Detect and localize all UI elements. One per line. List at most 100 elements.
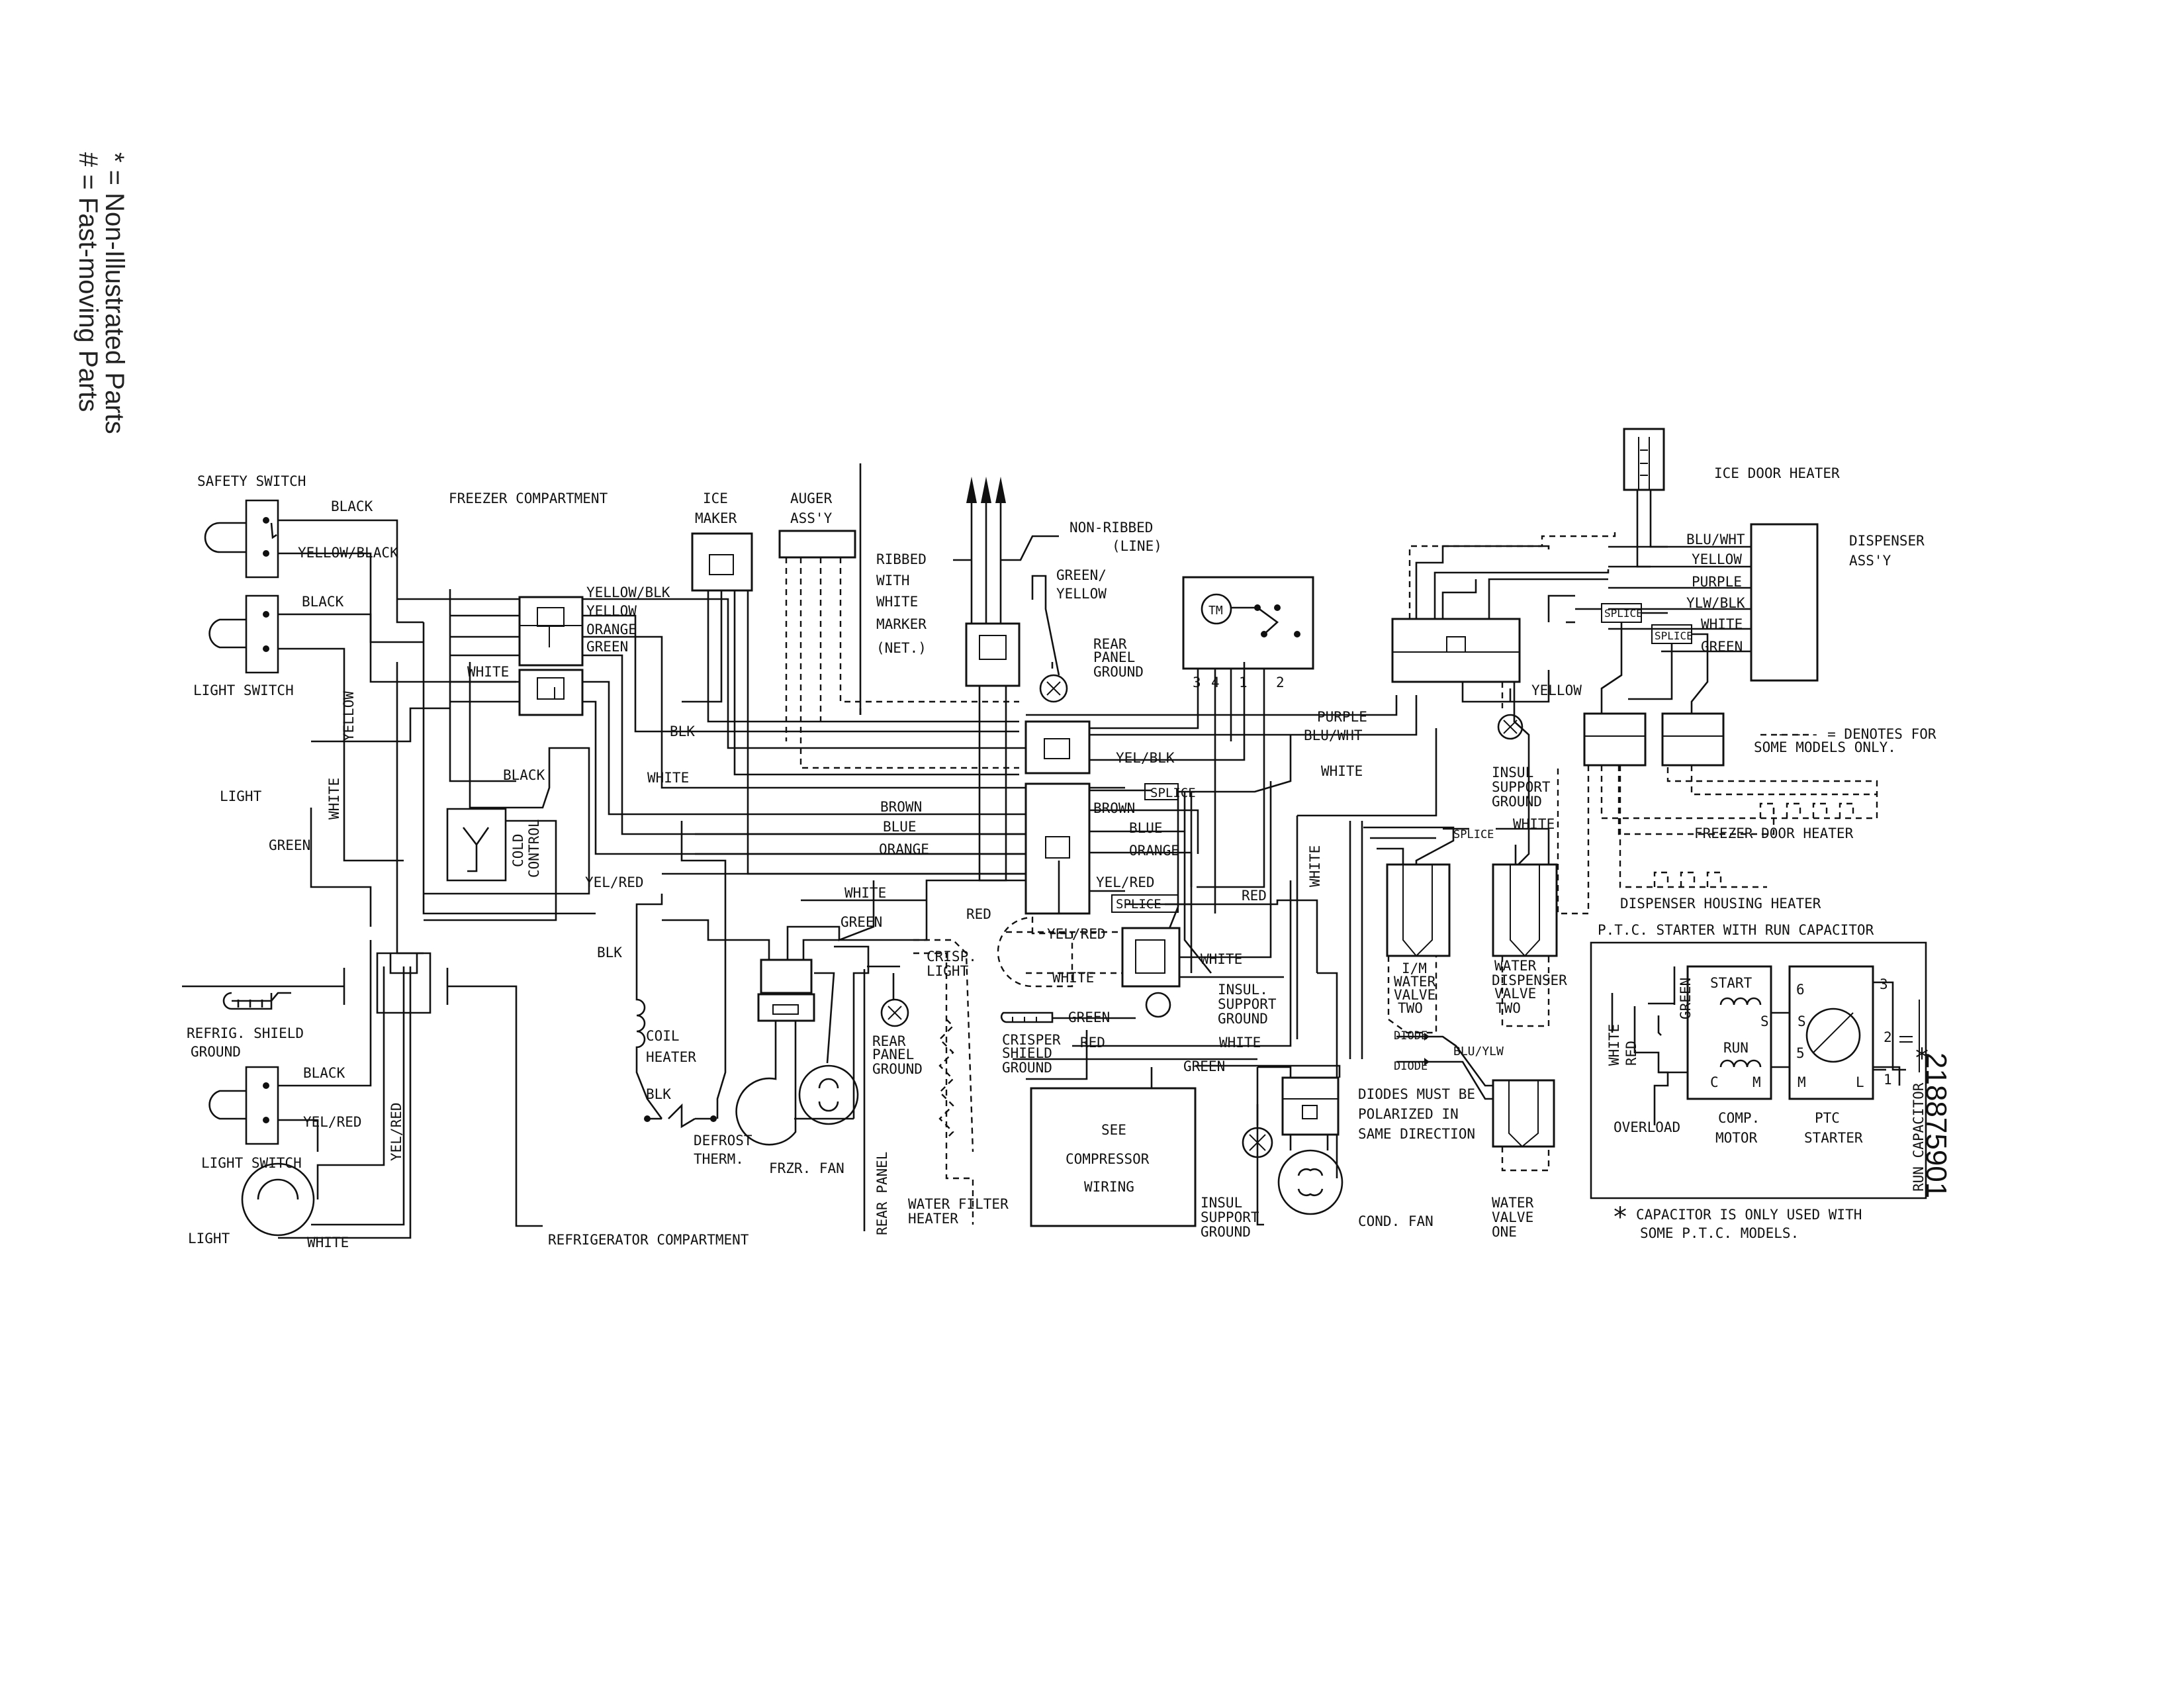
wire-yellow-2: YELLOW: [1531, 682, 1582, 698]
wire-red-v: RED: [1623, 1041, 1639, 1066]
wire-black-1: BLACK: [331, 498, 373, 514]
light-top-label: LIGHT: [220, 788, 262, 804]
ptc-m1: M: [1752, 1074, 1761, 1090]
cond-fan-label: COND. FAN: [1358, 1213, 1433, 1229]
splice-box-4: [1651, 624, 1692, 644]
see-compressor-wiring: [1030, 1087, 1197, 1227]
wire-red-2: RED: [1242, 888, 1267, 904]
diode-label-b: DIODE: [1394, 1060, 1428, 1073]
wire-white-5: WHITE: [1201, 951, 1242, 967]
wire-white-v2: WHITE: [1307, 845, 1323, 887]
freezer-door-heater-label: FREEZER DOOR HEATER: [1694, 825, 1854, 841]
water-filter-label-2: HEATER: [908, 1211, 958, 1227]
wire-brown-1: BROWN: [880, 799, 922, 815]
wire-red-1: RED: [966, 906, 991, 922]
see-comp-label-3: WIRING: [1084, 1179, 1134, 1195]
wire-blk-3: BLK: [646, 1086, 671, 1102]
ribbed-label-2: WITH: [876, 573, 910, 588]
heater-connector-1: [1583, 712, 1647, 767]
coil-heater: [635, 908, 727, 1129]
rear-panel-ground: [1039, 662, 1068, 703]
wire-green-2: GREEN: [841, 914, 882, 930]
see-comp-label-2: COMPRESSOR: [1066, 1151, 1150, 1167]
wire-blu-wht: BLU/WHT: [1304, 727, 1363, 743]
refrig-shield-label-2: GROUND: [191, 1044, 241, 1060]
wire-red-3: RED: [1080, 1035, 1105, 1051]
wv-one-label-1: WATER: [1492, 1195, 1534, 1211]
wire-white-3: WHITE: [844, 885, 886, 901]
wire-yel-blk: YEL/BLK: [1116, 750, 1175, 766]
im-valve-label-1: I/M: [1402, 961, 1427, 976]
nonribbed-label-2: (LINE): [1112, 538, 1162, 554]
wire-yellow-black: YELLOW/BLACK: [298, 545, 398, 561]
ribbed-label-1: RIBBED: [876, 551, 927, 567]
rear-panel-ground2-label-2: PANEL: [872, 1047, 914, 1062]
wire-splice-4: SPLICE: [1604, 607, 1643, 620]
timer-t2: 2: [1276, 675, 1285, 690]
light-bottom-label: LIGHT: [188, 1231, 230, 1246]
auger-label-1: AUGER: [790, 491, 833, 506]
refrigerator-compartment-label: REFRIGERATOR COMPARTMENT: [548, 1232, 749, 1248]
wire-ylw-blk: YLW/BLK: [1686, 595, 1745, 611]
capacitor-note-1: CAPACITOR IS ONLY USED WITH: [1636, 1207, 1862, 1223]
wire-white-v3: WHITE: [1606, 1024, 1622, 1066]
wire-green-5: GREEN: [1701, 639, 1743, 655]
wire-orange-1: ORANGE: [879, 841, 929, 857]
wire-splice-5: SPLICE: [1655, 630, 1693, 642]
wire-brown-2: BROWN: [1093, 800, 1135, 816]
wire-white-7: WHITE: [1219, 1035, 1261, 1051]
insul-support2-label-3: GROUND: [1201, 1224, 1251, 1240]
wire-orange-2: ORANGE: [1129, 843, 1179, 859]
wire-green-c: GREEN: [586, 639, 628, 655]
dispenser-housing-heater-label: DISPENSER HOUSING HEATER: [1620, 896, 1821, 912]
wire-blue-1: BLUE: [883, 819, 917, 835]
light-switch-bottom: [208, 1066, 279, 1145]
ice-maker-label-1: ICE: [703, 491, 728, 506]
comp-motor-label-2: MOTOR: [1715, 1130, 1758, 1146]
light-switch-bottom-label: LIGHT SWITCH: [201, 1155, 302, 1171]
labels: SAFETY SWITCH BLACK YELLOW/BLACK BLACK L…: [187, 465, 1936, 1250]
ptc-2: 2: [1884, 1029, 1892, 1045]
insul-support-label-3b: GROUND: [1218, 1011, 1268, 1027]
refrig-shield-ground: [376, 952, 432, 1014]
ptc-starter-box: [1590, 941, 1927, 1199]
safety-switch: [204, 499, 279, 579]
ice-maker: [691, 532, 753, 592]
ice-door-heater-label: ICE DOOR HEATER: [1714, 465, 1840, 481]
comp-motor-label-1: COMP.: [1718, 1110, 1760, 1126]
crisper-shield-ground: [1000, 992, 1171, 1023]
cord-connector: [965, 622, 1021, 687]
crisper-shield-label-3: GROUND: [1002, 1060, 1052, 1076]
connector-block-2: [1024, 720, 1091, 774]
insul-support-label-1b: INSUL.: [1218, 982, 1268, 998]
nonribbed-label-1: NON-RIBBED: [1069, 520, 1153, 536]
wire-purple: PURPLE: [1317, 709, 1367, 725]
water-dispenser-valve-two: [1492, 863, 1558, 957]
wd-valve-label-1: WATER: [1494, 958, 1537, 974]
wv-one-label-3: ONE: [1492, 1224, 1517, 1240]
connector-block-3: [1024, 782, 1091, 915]
ptc-6: 6: [1796, 982, 1805, 998]
defrost-timer: [1182, 576, 1314, 670]
cond-fan: [1277, 1076, 1343, 1215]
wire-yel-red-4: YEL/RED: [303, 1114, 362, 1130]
wire-purple-2: PURPLE: [1692, 574, 1742, 590]
rear-panel-label: REAR PANEL: [874, 1152, 890, 1235]
wire-yel-red-2: YEL/RED: [1096, 874, 1155, 890]
splice-box-2: [1111, 894, 1179, 913]
insul-support2-label-1: INSUL: [1201, 1195, 1242, 1211]
crisp-light-label-2: LIGHT: [927, 963, 969, 979]
cold-control-label-2: CONTROL: [526, 819, 542, 878]
crisp-light: [997, 916, 1181, 988]
run-capacitor-label: RUN CAPACITOR: [1911, 1082, 1927, 1192]
freezer-connectors: [518, 596, 584, 716]
wire-white-v: WHITE: [326, 778, 342, 820]
wire-white-h: WHITE: [467, 664, 509, 680]
overload-label: OVERLOAD: [1614, 1119, 1680, 1135]
diodes-label-2: POLARIZED IN: [1358, 1106, 1459, 1122]
ptc-starter-label-2: STARTER: [1804, 1130, 1863, 1146]
ptc-1: 1: [1884, 1072, 1892, 1088]
ptc-s2: S: [1797, 1013, 1806, 1029]
timer-tm: TM: [1208, 604, 1223, 618]
